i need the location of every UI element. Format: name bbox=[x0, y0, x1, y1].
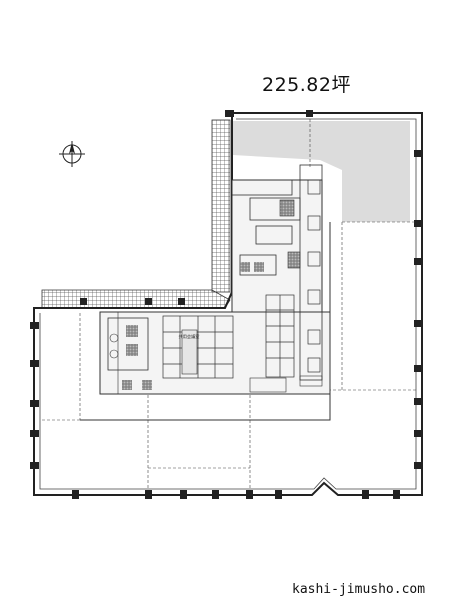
louver-band-horizontal bbox=[41, 289, 231, 309]
office-boundary bbox=[80, 222, 331, 421]
north-arrow-icon bbox=[59, 141, 85, 167]
building-outline-inner bbox=[39, 118, 417, 490]
floor-area-label: 225.82坪 bbox=[262, 74, 351, 96]
building-core: 共用会議室 bbox=[99, 164, 331, 395]
highlighted-rental-area bbox=[233, 121, 410, 222]
grid-lines bbox=[40, 119, 416, 489]
column-markers bbox=[30, 110, 423, 499]
louver-band-vertical bbox=[211, 119, 231, 293]
site-footer-text[interactable]: kashi-jimusho.com bbox=[292, 582, 426, 597]
core-room-label: 共用会議室 bbox=[179, 333, 200, 340]
